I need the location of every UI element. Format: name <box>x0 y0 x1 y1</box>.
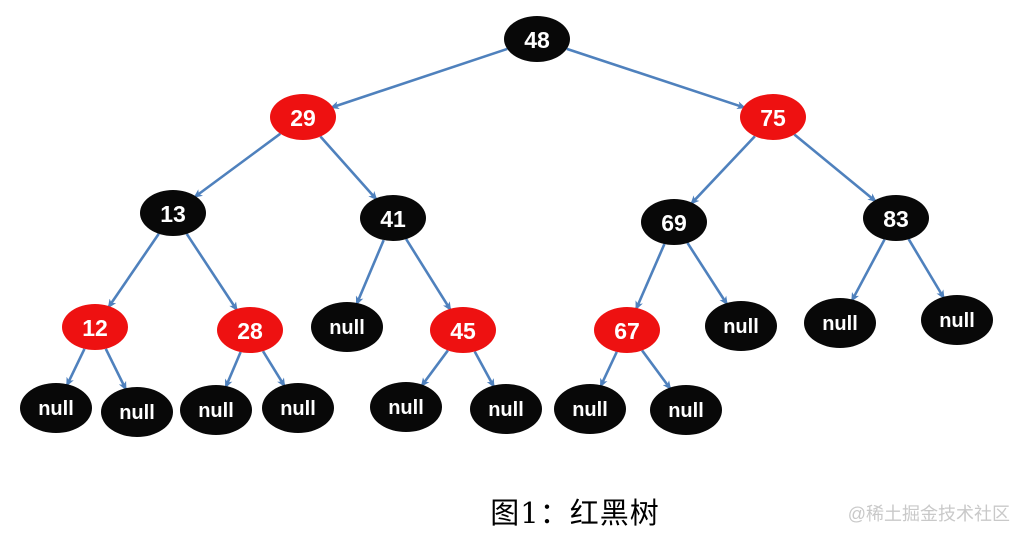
black-node-ellipse <box>705 301 777 351</box>
tree-node-null9: null <box>370 382 442 432</box>
node-label: null <box>822 313 858 335</box>
tree-node-n75: 75 <box>740 94 806 140</box>
tree-edge-n75-n83 <box>793 133 878 203</box>
tree-node-null12: null <box>650 385 722 435</box>
black-node-ellipse <box>311 302 383 352</box>
tree-node-n28: 28 <box>217 307 283 353</box>
node-label: null <box>723 316 759 338</box>
tree-node-n41: 41 <box>360 195 426 241</box>
red-node-ellipse <box>62 304 128 350</box>
node-label: null <box>280 398 316 420</box>
tree-node-null10: null <box>470 384 542 434</box>
node-label: null <box>572 399 608 421</box>
red-node-ellipse <box>217 307 283 353</box>
tree-edge-n75-n69 <box>689 135 756 206</box>
tree-edge-n29-n41 <box>319 135 378 201</box>
tree-edge-n28-null7 <box>224 351 242 389</box>
black-node-ellipse <box>504 16 570 62</box>
tree-node-null11: null <box>554 384 626 434</box>
black-node-ellipse <box>863 195 929 241</box>
black-node-ellipse <box>180 385 252 435</box>
black-node-ellipse <box>101 387 173 437</box>
tree-node-null6: null <box>101 387 173 437</box>
node-label: null <box>119 402 155 424</box>
tree-node-n13: 13 <box>140 190 206 236</box>
node-label: 83 <box>883 206 909 232</box>
node-label: 29 <box>290 105 316 131</box>
red-node-ellipse <box>430 307 496 353</box>
tree-edge-n41-n45 <box>405 238 452 312</box>
watermark-text: @稀土掘金技术社区 <box>847 504 1010 524</box>
node-label: 13 <box>160 201 186 227</box>
node-label: 75 <box>760 105 786 131</box>
black-node-ellipse <box>921 295 993 345</box>
tree-edge-n83-null4 <box>907 238 946 300</box>
figure-caption: 图1：红黑树 <box>490 496 660 530</box>
black-node-ellipse <box>804 298 876 348</box>
tree-edge-n69-null2 <box>686 242 729 306</box>
node-label: null <box>198 400 234 422</box>
node-label: 48 <box>524 27 550 53</box>
black-node-ellipse <box>20 383 92 433</box>
black-node-ellipse <box>650 385 722 435</box>
tree-node-n69: 69 <box>641 199 707 245</box>
tree-edge-n41-null1 <box>355 239 385 306</box>
node-label: null <box>488 399 524 421</box>
tree-node-null4: null <box>921 295 993 345</box>
black-node-ellipse <box>370 382 442 432</box>
tree-edge-n12-null6 <box>104 348 128 391</box>
tree-edge-n67-null12 <box>641 349 672 391</box>
tree-node-n29: 29 <box>270 94 336 140</box>
black-node-ellipse <box>262 383 334 433</box>
node-label: null <box>329 317 365 339</box>
tree-node-null8: null <box>262 383 334 433</box>
red-node-ellipse <box>740 94 806 140</box>
node-label: 45 <box>450 318 476 344</box>
tree-node-n45: 45 <box>430 307 496 353</box>
red-node-ellipse <box>594 307 660 353</box>
tree-edge-n29-n13 <box>193 132 282 199</box>
node-label: null <box>388 397 424 419</box>
node-label: null <box>939 310 975 332</box>
tree-edge-n69-n67 <box>634 243 666 311</box>
tree-edge-n28-null8 <box>261 350 287 388</box>
tree-edge-n83-null3 <box>850 238 886 303</box>
red-node-ellipse <box>270 94 336 140</box>
tree-edge-n13-n12 <box>106 233 160 309</box>
node-label: 41 <box>380 206 406 232</box>
tree-edge-n48-n75 <box>566 47 747 110</box>
tree-edge-n12-null5 <box>65 348 86 387</box>
node-label: null <box>668 400 704 422</box>
black-node-ellipse <box>470 384 542 434</box>
tree-node-null3: null <box>804 298 876 348</box>
tree-node-null1: null <box>311 302 383 352</box>
node-label: 67 <box>614 318 640 344</box>
tree-node-n83: 83 <box>863 195 929 241</box>
tree-edge-n67-null11 <box>599 351 618 388</box>
tree-node-n67: 67 <box>594 307 660 353</box>
black-node-ellipse <box>641 199 707 245</box>
black-node-ellipse <box>140 190 206 236</box>
tree-edge-n48-n29 <box>329 47 508 110</box>
node-label: 28 <box>237 318 263 344</box>
black-node-ellipse <box>554 384 626 434</box>
tree-node-null2: null <box>705 301 777 351</box>
tree-edge-n13-n28 <box>185 233 239 312</box>
tree-node-n48: 48 <box>504 16 570 62</box>
tree-edge-n45-null10 <box>473 350 496 389</box>
node-label: null <box>38 398 74 420</box>
tree-node-n12: 12 <box>62 304 128 350</box>
node-label: 12 <box>82 315 108 341</box>
node-label: 69 <box>661 210 687 236</box>
tree-node-null5: null <box>20 383 92 433</box>
tree-edge-n45-null9 <box>420 349 449 388</box>
black-node-ellipse <box>360 195 426 241</box>
tree-node-null7: null <box>180 385 252 435</box>
